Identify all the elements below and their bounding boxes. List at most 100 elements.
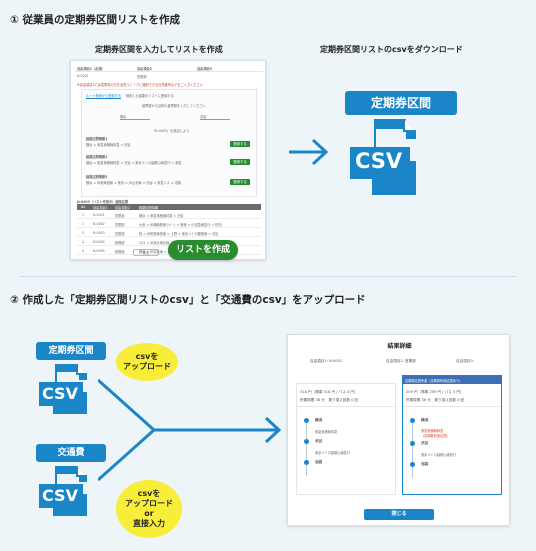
th-no: No bbox=[81, 205, 86, 209]
result-title: 結果詳細 bbox=[387, 343, 412, 350]
cell: 営業部 bbox=[115, 214, 125, 218]
list-title: N-0003（リスト作成中）経路区間 bbox=[77, 200, 129, 204]
back-button[interactable]: 戻る bbox=[133, 249, 159, 256]
csv-label: CSV bbox=[355, 149, 403, 173]
bubble-text: アップロード bbox=[125, 499, 173, 508]
bubble-text: csvを bbox=[137, 489, 161, 498]
line-name: 東急東横線特急 bbox=[315, 430, 338, 434]
cell: 1 bbox=[82, 213, 85, 217]
line-name: 東京メトロ副都心線急行 bbox=[421, 453, 457, 457]
divider bbox=[75, 71, 263, 72]
divider bbox=[403, 406, 501, 407]
cell: 横浜 ⇒ 東急東横線特急 ⇒ 渋谷 bbox=[139, 214, 184, 218]
bubble-text: csvを bbox=[135, 352, 159, 361]
tab-route-search[interactable]: ルート検索から登録する bbox=[86, 94, 122, 99]
station-dot bbox=[410, 441, 415, 446]
header-col-3: 自由項目3 bbox=[197, 67, 212, 71]
group-line-2: 横浜 ⇒ 東急東横線特急 ⇒ 渋谷 ⇒ 東京メトロ副都心線急行 ⇒ 池袋 bbox=[86, 161, 182, 165]
header-col-2: 自由項目2 bbox=[137, 67, 152, 71]
table-row: 1 N-0001 営業部 横浜 ⇒ 東急東横線特急 ⇒ 渋谷 bbox=[77, 211, 261, 219]
station-dot bbox=[410, 418, 415, 423]
register-button-1[interactable]: 登録する bbox=[230, 141, 250, 147]
teikiken-note: （定期券利用区間） bbox=[421, 434, 450, 438]
route-from[interactable]: 横浜 bbox=[120, 114, 150, 120]
result-detail-panel: 結果詳細 自由項目1: N-0001 自由項目2: 営業部 自由項目3: 518… bbox=[287, 334, 510, 526]
station: 池袋 bbox=[315, 460, 323, 464]
bubble-text: or bbox=[144, 509, 154, 518]
header-col-1: 自由項目1（必須） bbox=[77, 67, 105, 71]
right-arrow-icon bbox=[289, 138, 329, 166]
teikiken-badge: 定期券区間 bbox=[345, 91, 457, 115]
row-val-1: N-0001 bbox=[77, 74, 89, 78]
row-val-2: 営業部 bbox=[137, 75, 147, 79]
cell: 営業部 bbox=[115, 232, 125, 236]
time-right: 所要時間 38 分 乗り換え回数 0 回 bbox=[406, 398, 465, 402]
merge-arrow-icon bbox=[98, 378, 282, 482]
section2-title: ② 作成した「定期券区間リストのcsv」と「交通費のcsv」をアップロード bbox=[10, 294, 366, 306]
note: ※自由項目1には従業員の方を全員ユニークに識別できる社員番号などをご入力ください bbox=[77, 83, 203, 87]
cell: 総務部 bbox=[115, 250, 125, 254]
route-card-left: 518 円（電車 518 円 / バス 0 円） 所要時間 38 分 乗り換え回… bbox=[296, 383, 396, 495]
station: 渋谷 bbox=[315, 439, 323, 443]
station: 横浜 bbox=[315, 418, 323, 422]
csv-file-icon bbox=[39, 466, 87, 516]
register-button-2[interactable]: 登録する bbox=[230, 159, 250, 165]
group-label-1: 経路区間情報1 bbox=[86, 137, 108, 141]
line-name: 東急東横線特急 bbox=[421, 429, 444, 433]
teikiken-badge-2: 定期券区間 bbox=[36, 342, 106, 360]
csv-file-icon bbox=[39, 364, 87, 414]
upload-bubble-2: csvを アップロード or 直接入力 bbox=[116, 480, 182, 538]
time-left: 所要時間 38 分 乗り換え回数 0 回 bbox=[300, 398, 359, 402]
left-caption: 定期券区間を入力してリストを作成 bbox=[95, 45, 223, 54]
section-divider bbox=[20, 276, 516, 277]
fare-right: 209 円（電車 209 円 / バス 0 円） bbox=[406, 390, 464, 394]
create-list-button[interactable]: リストを作成 bbox=[168, 240, 238, 260]
fare-left: 518 円（電車 518 円 / バス 0 円） bbox=[300, 390, 358, 394]
close-button[interactable]: 閉じる bbox=[364, 509, 434, 520]
free-item-2: 自由項目2: 営業部 bbox=[386, 359, 416, 363]
register-button-3[interactable]: 登録する bbox=[230, 179, 250, 185]
cell: 3 bbox=[82, 231, 85, 235]
th-free2: 自由項目2 bbox=[115, 206, 130, 210]
teikiken-tag-text: 定期券区間考慮（定期券利用区間あり） bbox=[405, 379, 463, 383]
th-route: 経路区間情報 bbox=[139, 206, 159, 210]
cell: N-0005 bbox=[93, 249, 105, 253]
cell: 総務部 bbox=[115, 241, 125, 245]
station: 池袋 bbox=[421, 462, 429, 466]
table-header: No 自由項目1 自由項目2 経路区間情報 bbox=[77, 204, 261, 210]
cell: 4 bbox=[82, 240, 85, 244]
route-card-right: 定期券区間考慮（定期券利用区間あり） 209 円（電車 209 円 / バス 0… bbox=[402, 375, 502, 495]
station-dot bbox=[304, 439, 309, 444]
line-name: 東京メトロ副都心線急行 bbox=[315, 451, 351, 455]
bubble-text: アップロード bbox=[123, 362, 171, 371]
station-dot bbox=[304, 418, 309, 423]
table-row: 2 N-0002 営業部 大宮 ⇒ JR湘南新宿ライン ⇒ 新宿 ⇒ 小田急線急… bbox=[77, 220, 261, 228]
kotsuhi-badge: 交通費 bbox=[36, 444, 106, 462]
divider bbox=[297, 406, 395, 407]
route-to[interactable]: 渋谷 bbox=[200, 114, 230, 120]
bubble-text: 直接入力 bbox=[133, 519, 165, 528]
route-panel: ルート検索から登録する 検索した結果をリストに登録する 最寄駅から目的の最寄駅を… bbox=[81, 89, 257, 197]
station: 渋谷 bbox=[421, 441, 429, 445]
group-label-3: 経路区間情報3 bbox=[86, 175, 108, 179]
route-instruction: 最寄駅から目的の最寄駅を入力してください bbox=[142, 104, 206, 108]
csv-label: CSV bbox=[42, 486, 78, 505]
create-list-label: リストを作成 bbox=[175, 245, 230, 255]
th-free1: 自由項目1 bbox=[93, 206, 108, 210]
cell: 2 bbox=[82, 222, 85, 226]
section1-title: ① 従業員の定期券区間リストを作成 bbox=[10, 14, 181, 26]
form-screenshot: 自由項目1（必須） 自由項目2 自由項目3 N-0001 営業部 ※自由項目1に… bbox=[70, 60, 266, 260]
table-row: 3 N-0003 営業部 柏 ⇒ JR常磐線快速 ⇒ 上野 ⇒ 東京メトロ銀座線… bbox=[77, 229, 261, 237]
cell: 柏 ⇒ JR常磐線快速 ⇒ 上野 ⇒ 東京メトロ銀座線 ⇒ 渋谷 bbox=[139, 232, 219, 236]
cell: 営業部 bbox=[115, 223, 125, 227]
teikiken-tag: 定期券区間考慮（定期券利用区間あり） bbox=[403, 376, 502, 384]
free-item-1: 自由項目1: N-0001 bbox=[310, 359, 343, 363]
tab-register[interactable]: 検索した結果をリストに登録する bbox=[126, 94, 174, 98]
group-line-1: 横浜 ⇒ 東急東横線特急 ⇒ 渋谷 bbox=[86, 143, 131, 147]
route-line bbox=[306, 420, 307, 476]
cell: N-0004 bbox=[93, 240, 105, 244]
free-item-3: 自由項目3: bbox=[456, 359, 474, 363]
group-line-3: 横浜 ⇒ JR東海道線 ⇒ 東京 ⇒ JR山手線 ⇒ 渋谷 ⇒ 東急バス ⇒ 池… bbox=[86, 181, 182, 185]
cell: 5 bbox=[82, 249, 85, 253]
search-link[interactable]: 「N-0003」を追加しよう bbox=[152, 129, 190, 133]
